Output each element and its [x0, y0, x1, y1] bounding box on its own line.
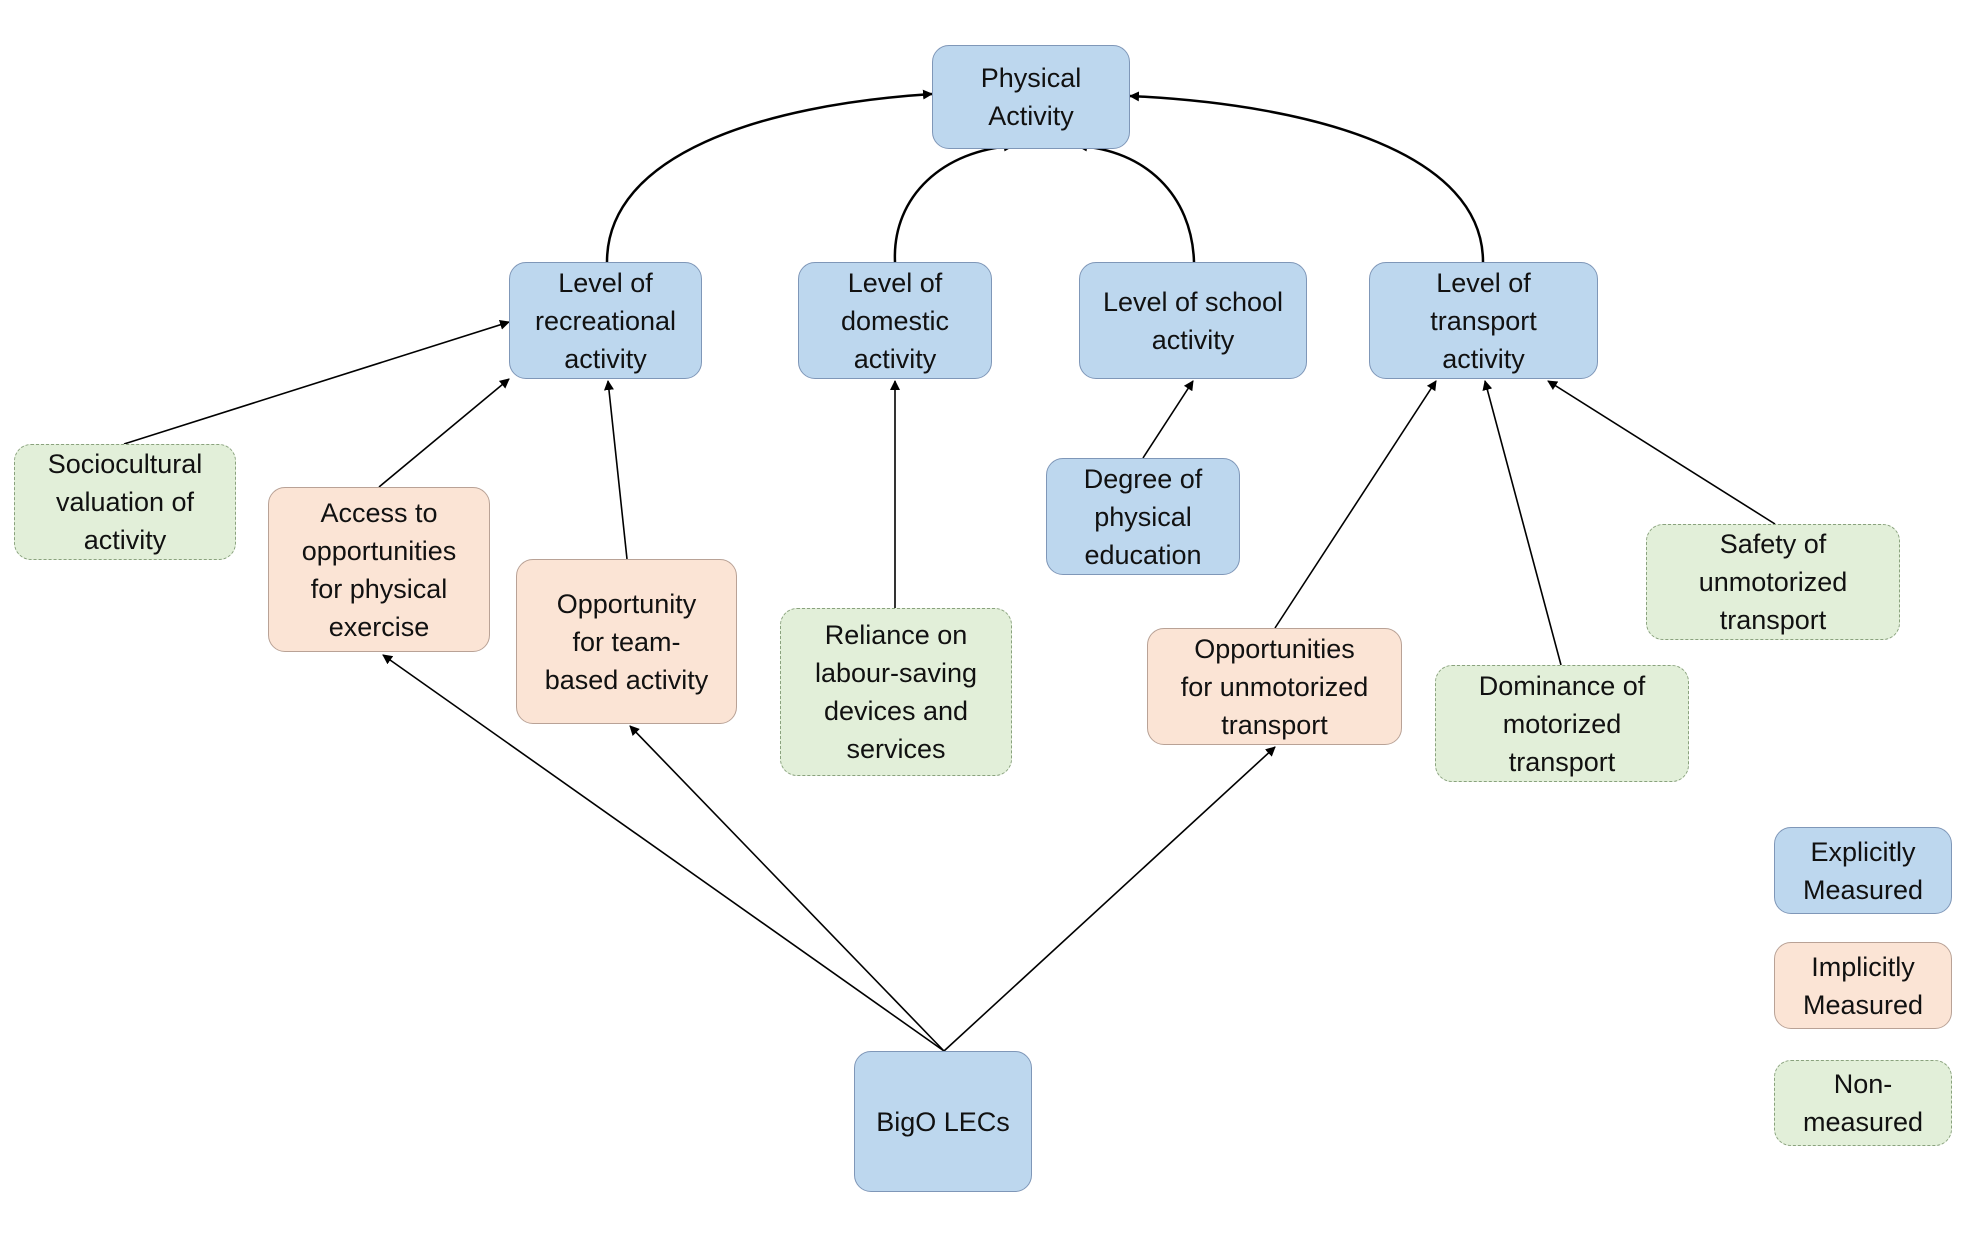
legend-implicitly-measured: Implicitly Measured: [1774, 942, 1952, 1029]
edge-domestic-to-physical-activity: [893, 141, 1014, 263]
edge-bigo-to-access: [382, 654, 945, 1052]
node-bigo-lecs: BigO LECs: [854, 1051, 1032, 1192]
edge-pe-to-school: [1142, 380, 1194, 459]
node-labour-saving-reliance: Reliance on labour-saving devices and se…: [780, 608, 1012, 776]
node-team-based-opportunity: Opportunity for team- based activity: [516, 559, 737, 724]
edge-bigo-to-team: [629, 725, 945, 1052]
node-physical-activity: Physical Activity: [932, 45, 1130, 149]
edge-motorized-to-transport: [1482, 380, 1562, 666]
node-level-school: Level of school activity: [1079, 262, 1307, 379]
edge-team-to-recreational: [603, 380, 628, 560]
edge-unmotorized-opp-to-transport: [1274, 380, 1437, 629]
edge-recreational-to-physical-activity: [605, 89, 933, 263]
node-sociocultural-valuation: Sociocultural valuation of activity: [14, 444, 236, 560]
node-level-transport: Level of transport activity: [1369, 262, 1598, 379]
legend-non-measured: Non- measured: [1774, 1060, 1952, 1146]
edge-sociocultural-to-recreational: [123, 319, 510, 445]
edge-safety-to-transport: [1547, 380, 1776, 525]
legend-explicitly-measured: Explicitly Measured: [1774, 827, 1952, 914]
edge-bigo-to-unmotorized-opp: [943, 746, 1276, 1052]
edge-transport-to-physical-activity: [1129, 91, 1485, 263]
node-level-domestic: Level of domestic activity: [798, 262, 992, 379]
node-access-opportunities: Access to opportunities for physical exe…: [268, 487, 490, 652]
edge-school-to-physical-activity: [1077, 141, 1196, 263]
node-level-recreational: Level of recreational activity: [509, 262, 702, 379]
node-physical-education: Degree of physical education: [1046, 458, 1240, 575]
node-motorized-dominance: Dominance of motorized transport: [1435, 665, 1689, 782]
node-unmotorized-opportunities: Opportunities for unmotorized transport: [1147, 628, 1402, 745]
edge-access-to-recreational: [378, 378, 510, 488]
node-unmotorized-safety: Safety of unmotorized transport: [1646, 524, 1900, 640]
